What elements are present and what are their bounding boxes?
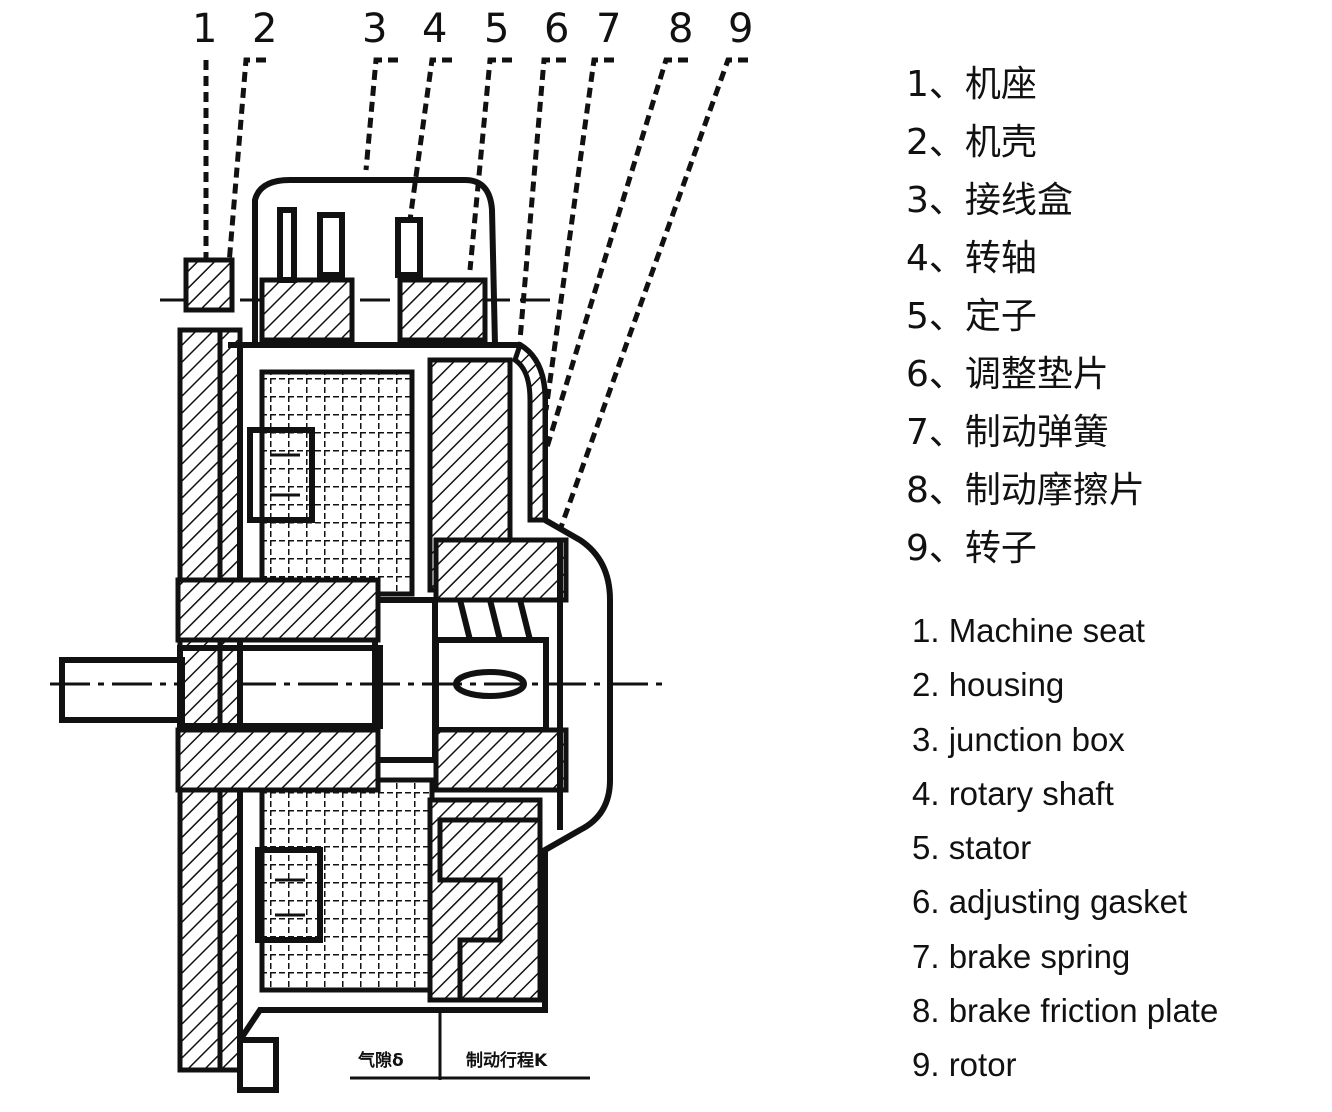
caption-air-gap: 气隙δ	[357, 1050, 404, 1071]
legend-cn-item-9: 9、转子	[906, 528, 1037, 569]
legend-cn-item-5: 5、定子	[906, 296, 1037, 337]
stator	[247, 369, 435, 993]
legend-en-item-5: 5. stator	[912, 829, 1032, 867]
callout-9: 9	[728, 6, 753, 52]
caption-brake-stroke: 制动行程K	[466, 1050, 548, 1071]
legend-cn-item-2: 2、机壳	[906, 122, 1037, 163]
leader-4	[407, 57, 452, 221]
legend-en-item-9: 9. rotor	[912, 1046, 1017, 1084]
leader-3	[363, 57, 398, 171]
leader-8	[537, 57, 688, 471]
legend-cn-item-6: 6、调整垫片	[906, 354, 1109, 395]
legend-en-item-6: 6. adjusting gasket	[912, 883, 1188, 921]
legend-en-item-4: 4. rotary shaft	[912, 774, 1114, 812]
legend-en-item-2: 2. housing	[912, 666, 1065, 704]
legend-chinese: 1、机座 2、机壳 3、接线盒 4、转轴 5、定子 6、调整垫片 7、制动弹簧 …	[906, 60, 1145, 582]
callout-4: 4	[422, 6, 447, 52]
machine-seat	[177, 257, 279, 1093]
callout-6: 6	[544, 6, 569, 52]
callout-1: 1	[192, 6, 217, 52]
leader-lines	[203, 57, 748, 531]
callout-8: 8	[668, 6, 693, 52]
housing	[228, 341, 613, 1050]
legend-en-item-3: 3. junction box	[912, 720, 1125, 758]
junction-box	[252, 177, 498, 346]
legend-en-item-8: 8. brake friction plate	[912, 992, 1219, 1030]
legend-cn-item-8: 8、制动摩擦片	[906, 470, 1145, 511]
leader-7	[543, 57, 614, 411]
leader-5	[467, 57, 512, 271]
callout-5: 5	[484, 6, 509, 52]
leader-2	[223, 57, 266, 301]
leader-6	[517, 57, 566, 341]
brake-assembly	[433, 537, 569, 1003]
leader-9	[557, 57, 748, 531]
legend-cn-item-1: 1、机座	[906, 64, 1037, 105]
legend-cn-item-7: 7、制动弹簧	[906, 412, 1109, 453]
legend-en-item-7: 7. brake spring	[912, 937, 1131, 975]
callout-numbers: 1 2 3 4 5 6 7 8 9	[192, 6, 753, 52]
bottom-captions: 气隙δ 制动行程K	[350, 1010, 590, 1080]
legend-english: 1. Machine seat 2. housing 3. junction b…	[912, 608, 1218, 1097]
callout-3: 3	[362, 6, 387, 52]
motor-cross-section-diagram: 1 2 3 4 5 6 7 8 9	[50, 6, 753, 1093]
callout-2: 2	[252, 6, 277, 52]
callout-7: 7	[596, 6, 621, 52]
legend-cn-item-3: 3、接线盒	[906, 180, 1073, 221]
rotary-shaft	[59, 577, 549, 793]
legend-cn-item-4: 4、转轴	[906, 238, 1037, 279]
legend-en-item-1: 1. Machine seat	[912, 612, 1145, 649]
